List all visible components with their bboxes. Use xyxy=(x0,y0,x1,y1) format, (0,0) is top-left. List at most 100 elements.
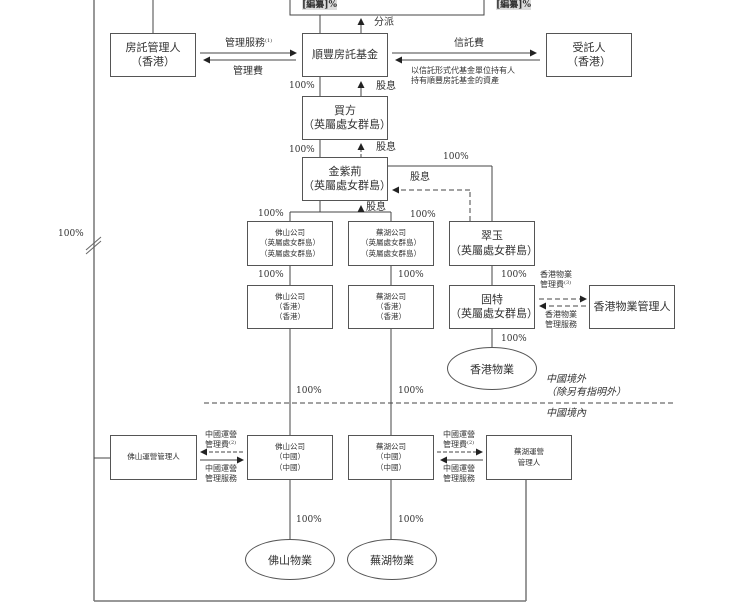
entity-jurisdiction: （英屬處女群島） xyxy=(303,118,391,131)
entity-name: 房託管理人 xyxy=(125,40,181,54)
prc-op-services-label-foshan: 中國運營 管理服務 xyxy=(205,464,237,484)
wuhu-bvi-box[interactable]: 蕪湖公司 （英屬處女群島） （英屬處女群島） xyxy=(348,221,434,266)
inside-prc-label: 中國境內 xyxy=(546,408,586,419)
ownership-pct: 100% xyxy=(58,229,84,239)
label-line: 管理服務 xyxy=(545,320,577,329)
entity-name: 固特 xyxy=(481,292,503,306)
entity-jurisdiction: （香港） xyxy=(275,301,305,311)
entity-jurisdiction: （中國） xyxy=(376,452,406,462)
foshan-bvi-box[interactable]: 佛山公司 （英屬處女群島） （英屬處女群島） xyxy=(247,221,333,266)
entity-name: 蕪湖公司 xyxy=(376,442,406,452)
wuhu-property-ellipse[interactable]: 蕪湖物業 xyxy=(347,539,437,580)
trust-fee-label: 信託費 xyxy=(454,38,484,49)
entity-name: 佛山公司 xyxy=(275,228,305,238)
label-line: 管理費(2) xyxy=(443,440,475,449)
entity-jurisdiction: （英屬處女群島） xyxy=(260,238,320,248)
hk-pm-services-label: 香港物業 管理服務 xyxy=(545,310,577,330)
unitholders-box-outline xyxy=(289,0,485,16)
unitholding-pct-left: [編纂]% xyxy=(302,0,338,10)
distribution-label: 分派 xyxy=(374,17,394,28)
entity-jurisdiction: （英屬處女群島） xyxy=(303,179,391,192)
wuhu-op-manager-box[interactable]: 蕪湖運營 管理人 xyxy=(486,435,572,480)
ownership-pct: 100% xyxy=(258,270,284,280)
entity-name: 順豐房託基金 xyxy=(312,47,378,61)
entity-jurisdiction: （香港） xyxy=(567,55,611,68)
foshan-hk-box[interactable]: 佛山公司 （香港） （香港） xyxy=(247,285,333,329)
ownership-pct: 100% xyxy=(501,270,527,280)
buyer-box[interactable]: 買方 （英屬處女群島） xyxy=(302,96,391,140)
region-line: （除另有指明外） xyxy=(546,386,626,398)
entity-name: 翠玉 xyxy=(481,229,503,243)
unitholding-pct-right: [編纂]% xyxy=(496,0,532,10)
entity-name: 買方 xyxy=(334,103,356,117)
entity-jurisdiction: （香港） xyxy=(131,55,175,68)
label-line: 管理費(2) xyxy=(205,440,237,449)
reit-box[interactable]: 順豐房託基金 xyxy=(302,33,388,77)
outside-prc-label: 中國境外 （除另有指明外） xyxy=(546,374,626,399)
entity-jurisdiction: （香港） xyxy=(376,312,406,322)
entity-jurisdiction: （英屬處女群島） xyxy=(450,307,538,320)
cuiyu-box[interactable]: 翠玉 （英屬處女群島） xyxy=(449,221,538,266)
entity-jurisdiction: （英屬處女群島） xyxy=(450,243,538,257)
foshan-op-manager-box[interactable]: 佛山運營管理人 xyxy=(110,435,197,480)
dividend-label: 股息 xyxy=(410,172,430,183)
prc-op-fee-label-wuhu: 中國運營 管理費(2) xyxy=(443,430,475,450)
ownership-pct: 100% xyxy=(289,145,315,155)
ownership-pct: 100% xyxy=(296,515,322,525)
entity-name: 蕪湖運營 xyxy=(514,447,544,457)
ownership-pct: 100% xyxy=(410,210,436,220)
ownership-pct: 100% xyxy=(398,515,424,525)
entity-name: 香港物業管理人 xyxy=(593,299,671,313)
foshan-prc-box[interactable]: 佛山公司 （中國） （中國） xyxy=(247,435,333,480)
trustee-box[interactable]: 受託人 （香港） xyxy=(546,33,632,77)
wuhu-hk-box[interactable]: 蕪湖公司 （香港） （香港） xyxy=(348,285,434,329)
ownership-pct: 100% xyxy=(296,386,322,396)
ownership-pct: 100% xyxy=(501,334,527,344)
desc-line: 持有順豐房託基金的資產 xyxy=(411,76,499,85)
entity-name: 受託人 xyxy=(572,40,606,54)
hk-property-manager-box[interactable]: 香港物業管理人 xyxy=(589,285,675,329)
hk-pm-fee-label: 香港物業 管理費(3) xyxy=(540,270,572,290)
break-mark xyxy=(85,240,102,255)
dividend-label: 股息 xyxy=(366,202,386,213)
prc-op-services-label-wuhu: 中國運營 管理服務 xyxy=(443,464,475,484)
trustee-description: 以信託形式代基金單位持有人 持有順豐房託基金的資產 xyxy=(411,66,515,86)
entity-jurisdiction: （中國） xyxy=(376,462,406,472)
mgmt-fee-label: 管理費 xyxy=(233,66,263,77)
ownership-pct: 100% xyxy=(398,270,424,280)
entity-name: 佛山運營管理人 xyxy=(127,452,180,462)
dividend-label: 股息 xyxy=(376,142,396,153)
entity-name: 蕪湖公司 xyxy=(376,291,406,301)
entity-jurisdiction: （英屬處女群島） xyxy=(361,248,421,258)
entity-name: 佛山公司 xyxy=(275,442,305,452)
gute-box[interactable]: 固特 （英屬處女群島） xyxy=(449,285,538,329)
property-name: 佛山物業 xyxy=(268,553,312,567)
entity-jurisdiction: （中國） xyxy=(275,452,305,462)
entity-name: 佛山公司 xyxy=(275,291,305,301)
ownership-pct: 100% xyxy=(443,152,469,162)
entity-jurisdiction: （中國） xyxy=(275,462,305,472)
label-line: 中國運營 xyxy=(205,464,237,473)
label-line: 管理費(3) xyxy=(540,280,572,289)
wuhu-prc-box[interactable]: 蕪湖公司 （中國） （中國） xyxy=(348,435,434,480)
foshan-property-ellipse[interactable]: 佛山物業 xyxy=(245,539,335,580)
prc-op-fee-label-foshan: 中國運營 管理費(2) xyxy=(205,430,237,450)
desc-line: 以信託形式代基金單位持有人 xyxy=(411,66,515,75)
label-line: 管理服務 xyxy=(443,474,475,483)
hk-property-ellipse[interactable]: 香港物業 xyxy=(447,347,537,390)
entity-name: 蕪湖公司 xyxy=(376,228,406,238)
mgmt-services-label: 管理服務(1) xyxy=(225,38,273,49)
dividend-label: 股息 xyxy=(376,81,396,92)
reit-manager-box[interactable]: 房託管理人 （香港） xyxy=(110,33,196,77)
entity-name: 金紫荊 xyxy=(328,164,362,178)
ownership-pct: 100% xyxy=(398,386,424,396)
entity-jurisdiction: （香港） xyxy=(275,312,305,322)
ownership-pct: 100% xyxy=(289,81,315,91)
jinzijing-box[interactable]: 金紫荊 （英屬處女群島） xyxy=(302,157,391,201)
region-line: 中國境外 xyxy=(546,374,586,385)
entity-jurisdiction: （英屬處女群島） xyxy=(260,248,320,258)
entity-jurisdiction: （英屬處女群島） xyxy=(361,238,421,248)
entity-name-line2: 管理人 xyxy=(517,457,541,467)
entity-jurisdiction: （香港） xyxy=(376,301,406,311)
